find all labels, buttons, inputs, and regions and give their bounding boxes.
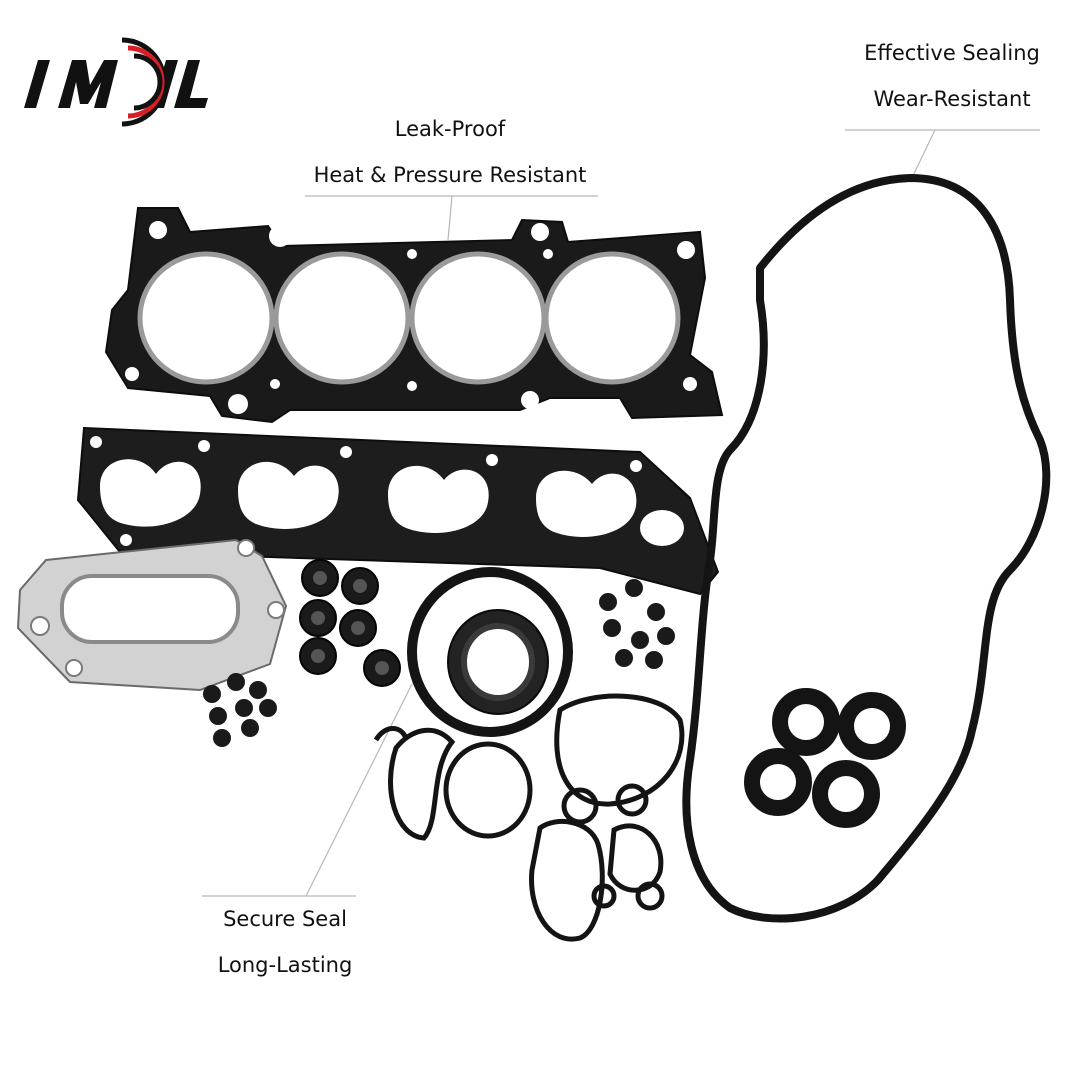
- callout-bottom-left-line1: Secure Seal: [223, 907, 347, 931]
- valve-stem-seals: [299, 559, 401, 687]
- exhaust-flange-gasket: [16, 538, 288, 692]
- spark-plug-tube-seals: [744, 688, 906, 828]
- callout-top-center-line1: Leak-Proof: [394, 117, 506, 141]
- brand-logo: [24, 37, 208, 127]
- head-gasket: [104, 207, 724, 424]
- callout-top-center-line2: Heat & Pressure Resistant: [313, 163, 587, 187]
- callout-top-right: Effective Sealing Wear-Resistant: [845, 30, 1059, 122]
- callout-bottom-left: Secure Seal Long-Lasting: [192, 896, 378, 988]
- callout-leader-bottom-left: [305, 683, 413, 897]
- callout-leader-top-center: [447, 195, 453, 241]
- crankshaft-rear-seal: [407, 567, 573, 737]
- callout-top-right-line2: Wear-Resistant: [873, 87, 1031, 111]
- small-rubber-caps-left: [203, 673, 277, 747]
- callout-top-center: Leak-Proof Heat & Pressure Resistant: [300, 106, 600, 198]
- callout-leader-top-right: [909, 129, 936, 183]
- callout-top-right-line1: Effective Sealing: [864, 41, 1040, 65]
- valve-cover-gasket: [682, 174, 1051, 923]
- small-rubber-caps-right: [599, 579, 675, 669]
- o-rings-small-gaskets: [373, 693, 685, 942]
- callout-bottom-left-line2: Long-Lasting: [217, 953, 353, 977]
